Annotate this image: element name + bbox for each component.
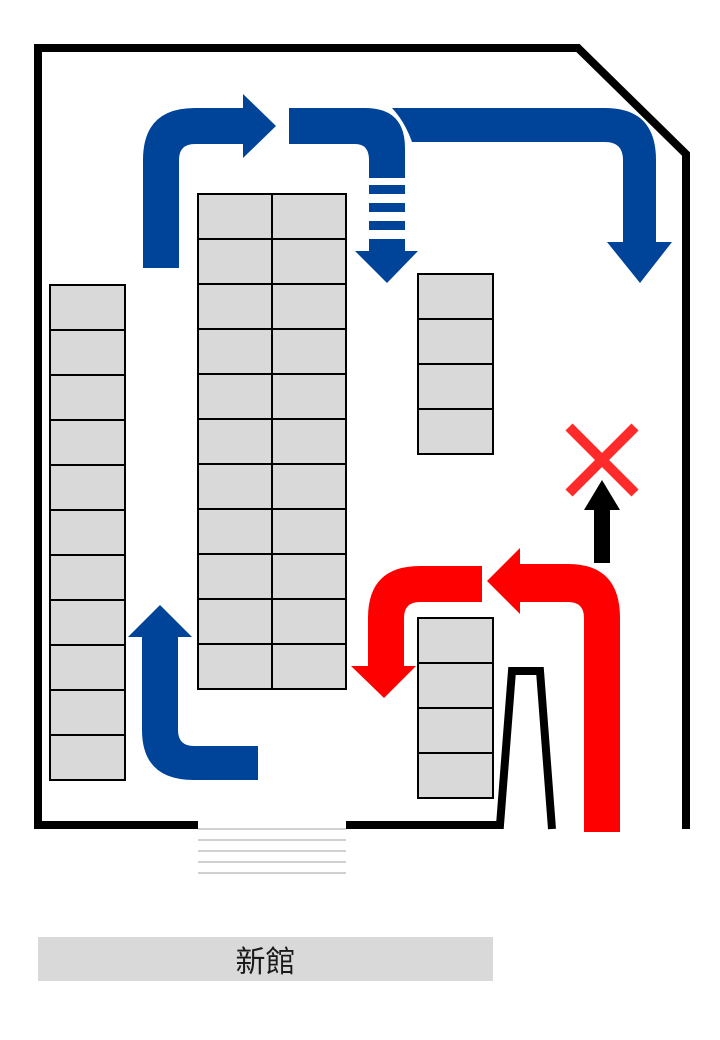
- blocked-route: [565, 423, 639, 563]
- shelf-cell: [49, 329, 126, 376]
- entrance-steps: [198, 828, 346, 874]
- shelf-cell: [417, 662, 494, 709]
- shelf-cell: [417, 408, 494, 455]
- blue-arrow-turn-down-center-icon: [289, 108, 405, 178]
- shelf-cell: [197, 193, 273, 240]
- shelf-cell: [49, 599, 126, 646]
- shelf-cell: [197, 508, 273, 555]
- shelf-cell: [197, 283, 273, 330]
- center-shelf: [197, 193, 347, 690]
- shelf-cell: [49, 419, 126, 466]
- building-label-text: 新館: [235, 945, 296, 980]
- shelf-cell: [271, 598, 347, 645]
- building-label: 新館: [38, 937, 493, 981]
- shelf-cell: [271, 418, 347, 465]
- red-x-icon: [565, 423, 639, 497]
- shelf-cell: [271, 283, 347, 330]
- shelf-cell: [417, 617, 494, 664]
- shelves: [49, 193, 494, 799]
- wall-outline: [34, 44, 690, 829]
- shelf-cell: [417, 273, 494, 320]
- shelf-cell: [417, 318, 494, 365]
- shelf-cell: [197, 598, 273, 645]
- red-flows: [351, 548, 620, 832]
- shelf-cell: [271, 643, 347, 690]
- shelf-cell: [197, 238, 273, 285]
- blue-arrow-turn-right-icon: [143, 94, 276, 268]
- wall-bottom-right: [346, 667, 556, 830]
- shelf-cell: [49, 689, 126, 736]
- shelf-cell: [417, 363, 494, 410]
- shelf-cell: [271, 328, 347, 375]
- blue-flows: [128, 94, 672, 780]
- shelf-cell: [197, 418, 273, 465]
- walls: [34, 44, 690, 830]
- shelf-cell: [197, 463, 273, 510]
- shelf-cell: [197, 328, 273, 375]
- black-up-arrow-icon: [584, 480, 620, 563]
- shelf-cell: [49, 644, 126, 691]
- shelf-cell: [271, 463, 347, 510]
- shelf-cell: [417, 752, 494, 799]
- shelf-cell: [49, 554, 126, 601]
- shelf-cell: [271, 508, 347, 555]
- shelf-cell: [197, 553, 273, 600]
- shelf-cell: [271, 553, 347, 600]
- red-arrow-turn-down-icon: [351, 566, 482, 698]
- shelf-cell: [49, 284, 126, 331]
- blue-arrow-up-left-icon: [128, 605, 258, 780]
- shelf-cell: [197, 373, 273, 420]
- shelf-cell: [49, 374, 126, 421]
- shelf-cell: [271, 373, 347, 420]
- right-lower-shelf: [417, 617, 494, 799]
- shelf-cell: [49, 734, 126, 781]
- left-shelf: [49, 284, 126, 781]
- shelf-cell: [49, 509, 126, 556]
- shelf-cell: [417, 707, 494, 754]
- shelf-cell: [271, 193, 347, 240]
- shelf-cell: [49, 464, 126, 511]
- shelf-cell: [197, 643, 273, 690]
- red-arrow-up-turn-left-icon: [487, 548, 620, 832]
- blue-arrow-turn-down-right-icon: [392, 108, 672, 283]
- shelf-cell: [271, 238, 347, 285]
- right-upper-shelf: [417, 273, 494, 455]
